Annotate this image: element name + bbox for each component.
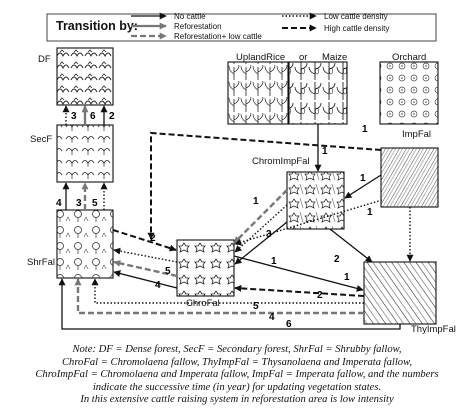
transitions-secf-df: 3 6 2 bbox=[62, 105, 115, 125]
legend-label-reforestation-low-cattle: Reforestation+ low cattle bbox=[174, 32, 262, 41]
transitions-from-thyimp: 2 5 4 6 bbox=[58, 278, 401, 330]
label-secf-df-1: 3 bbox=[71, 111, 77, 122]
arrow-chrom-chrofal-refor-low bbox=[233, 189, 288, 244]
label-chrom-chrofal-2: 3 bbox=[266, 229, 272, 240]
state-thyimpfal: ThyImpFal bbox=[363, 261, 456, 335]
note-line-3: ChroImpFal = Chromolaena and Imperata fa… bbox=[35, 369, 439, 381]
note-line-2: ChroFal = Chromolaena fallow, ThyImpFal … bbox=[61, 356, 413, 368]
legend-label-high-cattle: High cattle density bbox=[324, 24, 389, 33]
arrow-impfal-chrofal-high bbox=[147, 131, 382, 240]
secf-label: SecF bbox=[30, 134, 52, 145]
legend-label-reforestation: Reforestation bbox=[174, 22, 222, 31]
df-box bbox=[56, 47, 114, 106]
arrow-chrofal-shrfal-low bbox=[113, 247, 178, 263]
label-thyimp-shrfal-1: 5 bbox=[253, 301, 259, 312]
maize-box bbox=[288, 61, 348, 125]
transitions-shrfal-secf: 4 3 5 bbox=[56, 182, 108, 210]
maize-label: Maize bbox=[322, 52, 347, 63]
arrow-chrom-thyimp bbox=[329, 228, 373, 263]
impfal-box bbox=[380, 147, 439, 208]
chromimpfal-label: ChromImpFal bbox=[252, 156, 310, 167]
arrow-chrom-chrofal-no-cattle bbox=[234, 221, 288, 265]
arrow-shrfal-chrofal-high bbox=[112, 229, 177, 252]
label-chrom-chrofal-1: 1 bbox=[253, 196, 259, 207]
shrfal-label: ShrFal bbox=[27, 257, 55, 268]
label-thyimp-shrfal-3: 6 bbox=[286, 319, 292, 330]
impfal-label: ImpFal bbox=[402, 129, 431, 140]
chromimpfal-box bbox=[286, 171, 345, 230]
state-orchard: Orchard bbox=[379, 52, 439, 125]
arrow-thyimp-chrofal-high bbox=[234, 284, 365, 297]
arrow-chrofal-shrfal-refor-low bbox=[113, 259, 178, 278]
state-secf: SecF bbox=[30, 124, 114, 183]
transitions-shrfal-chrofal: 2 5 4 bbox=[112, 229, 178, 291]
figure-note: Note: DF = Dense forest, SecF = Secondar… bbox=[0, 344, 474, 407]
note-line-5: In this extensive cattle raising system … bbox=[80, 394, 394, 406]
orchard-box bbox=[379, 61, 439, 125]
state-shrfal: ShrFal bbox=[27, 209, 114, 279]
note-line-1: Note: DF = Dense forest, SecF = Secondar… bbox=[72, 344, 402, 355]
state-df: DF bbox=[38, 47, 114, 106]
label-impfal-chrofal-top: 1 bbox=[362, 124, 368, 135]
arrow-chrom-chrofal-low bbox=[234, 204, 288, 253]
upland-rice-label: UplandRice bbox=[236, 52, 285, 63]
transitions-impfal: 1 1 1 bbox=[147, 124, 414, 262]
state-crops: UplandRice or Maize bbox=[227, 52, 348, 125]
label-chrom-thyimp: 2 bbox=[334, 254, 340, 265]
or-label: or bbox=[299, 52, 307, 63]
state-impfal: ImpFal bbox=[380, 129, 439, 208]
arrow-impfal-chrom bbox=[344, 174, 382, 199]
state-chrofal: ChroFal bbox=[176, 239, 235, 309]
legend-title: Transition by: bbox=[56, 19, 138, 33]
arrow-thyimp-shrfal-refor-low bbox=[74, 278, 364, 315]
secf-box bbox=[56, 124, 114, 183]
label-chrofal-shrfal-2: 4 bbox=[155, 280, 161, 291]
legend-frame bbox=[46, 13, 437, 42]
label-thyimp-shrfal-2: 4 bbox=[269, 312, 275, 323]
legend-label-low-cattle: Low cattle density bbox=[324, 12, 388, 21]
label-shrfal-secf-3: 5 bbox=[92, 198, 98, 209]
transitions-chrom-chrofal: 1 3 1 bbox=[233, 189, 288, 267]
label-chrom-chrofal-3: 1 bbox=[271, 256, 277, 267]
label-crops-chrom: 1 bbox=[322, 146, 328, 157]
label-secf-df-2: 6 bbox=[90, 111, 96, 122]
state-chromimpfal: ChromImpFal bbox=[252, 156, 345, 230]
thyimpfal-box bbox=[363, 261, 437, 325]
label-chrofal-shrfal-1: 5 bbox=[165, 266, 171, 277]
legend-label-no-cattle: No cattle bbox=[174, 12, 206, 21]
label-impfal-chrom: 1 bbox=[360, 173, 366, 184]
label-chrofal-thyimp: 1 bbox=[344, 272, 350, 283]
transitions-crops-chrom: 1 bbox=[314, 124, 328, 172]
transitions-into-thyimp: 2 1 bbox=[233, 228, 373, 292]
arrow-thyimp-shrfal-low bbox=[91, 278, 364, 304]
thyimpfal-label: ThyImpFal bbox=[411, 324, 456, 335]
legend: Transition by: No cattle Reforestation R… bbox=[46, 12, 437, 42]
arrow-chrofal-thyimp bbox=[233, 255, 364, 292]
arrow-chrofal-shrfal-no-cattle bbox=[113, 270, 178, 289]
label-impfal-chrofal: 1 bbox=[367, 207, 373, 218]
label-secf-df-3: 2 bbox=[109, 111, 115, 122]
arrow-impfal-chrofal-low bbox=[234, 199, 383, 246]
label-shrfal-secf-1: 4 bbox=[56, 198, 62, 209]
label-shrfal-secf-2: 3 bbox=[76, 198, 82, 209]
note-line-4: indicate the successive time (in year) f… bbox=[92, 381, 382, 393]
label-thyimp-chrofal: 2 bbox=[317, 290, 323, 301]
orchard-label: Orchard bbox=[392, 52, 426, 63]
shrfal-box bbox=[56, 209, 114, 279]
df-label: DF bbox=[38, 54, 51, 65]
upland-rice-box bbox=[227, 61, 289, 125]
arrow-thyimp-shrfal-no-cattle bbox=[58, 278, 401, 330]
chrofal-box bbox=[176, 239, 235, 297]
